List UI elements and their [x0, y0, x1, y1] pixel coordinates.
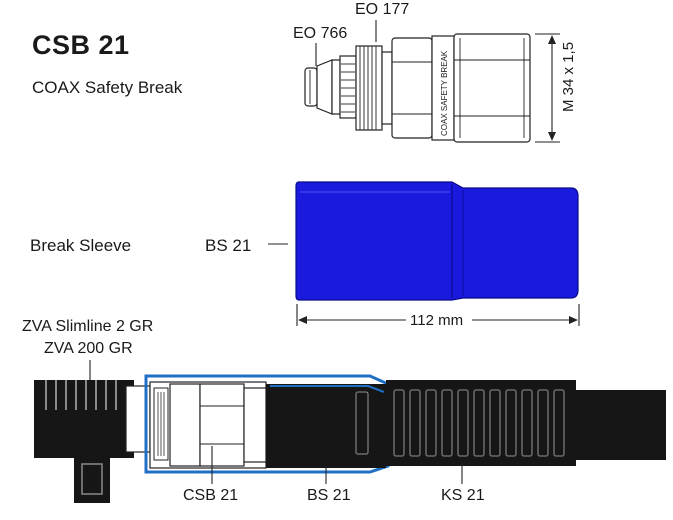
break-sleeve [295, 181, 579, 301]
zva-200-label: ZVA 200 GR [44, 340, 133, 357]
nipple-cone [316, 59, 333, 115]
zva-hose [34, 380, 134, 458]
ks21-spring-guard [386, 380, 576, 466]
eo177-label: EO 177 [355, 1, 410, 18]
break-sleeve-label: Break Sleeve [30, 236, 132, 255]
nipple-tip [304, 67, 318, 107]
coax-safety-break-text: COAX SAFETY BREAK [440, 50, 449, 136]
nipple-knurl [339, 55, 357, 119]
zva-slimline-label: ZVA Slimline 2 GR [22, 318, 154, 335]
bs21-bottom-label: BS 21 [307, 487, 351, 504]
ks21-bottom-label: KS 21 [441, 487, 485, 504]
thread-spec-text: M 34 x 1,5 [560, 42, 577, 112]
hex-nut [391, 37, 433, 139]
main-hex-sleeve [453, 33, 531, 143]
assembly-drawing [34, 360, 666, 503]
csb21-bottom-label: CSB 21 [183, 487, 239, 504]
product-title: CSB 21 [32, 30, 130, 60]
bs21-label: BS 21 [205, 236, 252, 255]
coupling-drawing: COAX SAFETY BREAK M 34 x 1,5 [304, 20, 577, 143]
delivery-hose [576, 390, 666, 460]
sleeve-length-text: 112 mm [410, 312, 463, 329]
break-sleeve-drawing: 112 mm [268, 181, 580, 329]
product-subtitle: COAX Safety Break [32, 78, 183, 97]
eo766-label: EO 766 [293, 25, 348, 42]
